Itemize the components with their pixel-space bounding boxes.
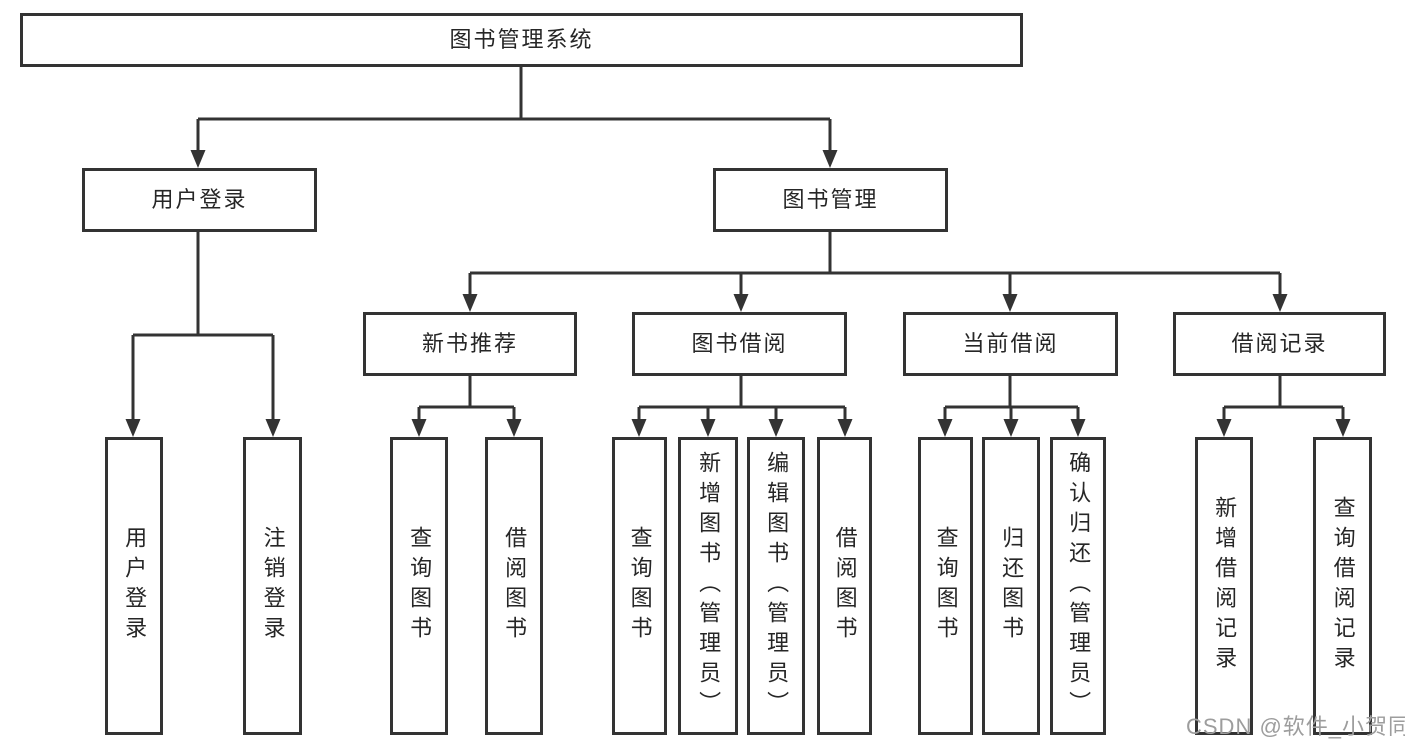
node-label: 确认归还（管理员） [1066,451,1092,721]
leaf-query-borrow-record: 查询借阅记录 [1313,437,1372,735]
node-label: 用户登录 [151,186,248,212]
node-label: 新增图书（管理员） [696,451,722,721]
node-book-borrowing: 图书借阅 [632,312,847,376]
node-label: 编辑图书（管理员） [764,451,790,721]
tree-edges [131,67,1345,421]
leaf-query-books-current: 查询图书 [918,437,973,735]
leaf-edit-books-admin: 编辑图书（管理员） [747,437,805,735]
node-label: 用户登录 [122,526,148,646]
leaf-borrow-books-recommend: 借阅图书 [485,437,543,735]
node-label: 借阅图书 [502,526,528,646]
node-label: 查询图书 [407,526,433,646]
leaf-query-books-borrowing: 查询图书 [612,437,667,735]
leaf-add-books-admin: 新增图书（管理员） [678,437,738,735]
leaf-add-borrow-record: 新增借阅记录 [1195,437,1253,735]
node-label: 查询图书 [933,526,959,646]
node-label: 图书管理 [782,186,879,212]
node-label: 新书推荐 [421,330,518,356]
node-label: 图书借阅 [691,330,788,356]
node-borrowing-records: 借阅记录 [1173,312,1386,376]
node-current-borrowing: 当前借阅 [903,312,1118,376]
node-label: 查询借阅记录 [1330,496,1356,676]
node-label: 借阅图书 [832,526,858,646]
leaf-logout-login: 注销登录 [243,437,302,735]
node-book-management: 图书管理 [713,168,948,232]
node-library-management-system: 图书管理系统 [20,13,1023,67]
leaf-return-books: 归还图书 [982,437,1040,735]
node-label: 注销登录 [260,526,286,646]
arrow-heads [125,150,1351,437]
node-user-login: 用户登录 [82,168,317,232]
leaf-query-books-recommend: 查询图书 [390,437,448,735]
node-label: 图书管理系统 [449,26,594,52]
leaf-confirm-return-admin: 确认归还（管理员） [1050,437,1106,735]
node-label: 当前借阅 [962,330,1059,356]
node-label: 归还图书 [999,526,1025,646]
node-label: 新增借阅记录 [1212,496,1238,676]
node-new-book-recommend: 新书推荐 [363,312,577,376]
leaf-user-login: 用户登录 [105,437,163,735]
node-label: 借阅记录 [1231,330,1328,356]
leaf-borrow-books-borrowing: 借阅图书 [817,437,872,735]
node-label: 查询图书 [627,526,653,646]
